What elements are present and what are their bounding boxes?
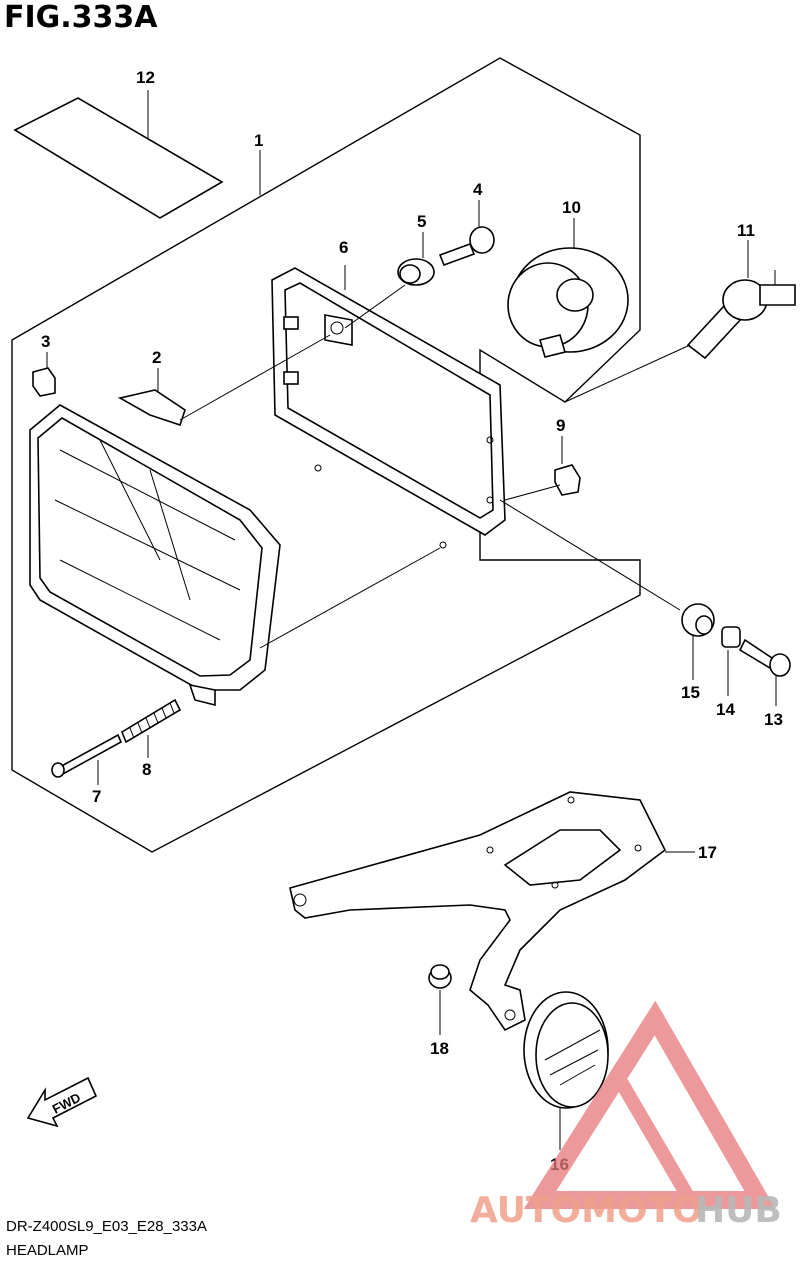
callout-4: 4: [473, 180, 483, 199]
watermark-logo-icon: [523, 1000, 776, 1209]
footer-name: HEADLAMP: [6, 1242, 89, 1259]
watermark-brand-b: HUB: [695, 1190, 782, 1231]
callout-13: 13: [764, 710, 783, 729]
fwd-arrow-icon: FWD: [26, 1076, 98, 1128]
callout-1: 1: [254, 131, 263, 150]
callout-15: 15: [681, 683, 700, 702]
callout-9: 9: [556, 416, 565, 435]
callout-8: 8: [142, 760, 151, 779]
part-9-clip: [554, 464, 581, 496]
part-12-label-sheet: [13, 97, 224, 219]
part-6-frame: [271, 267, 506, 549]
part-13-bolt: [738, 638, 791, 677]
callout-7: 7: [92, 787, 101, 806]
callout-17: 17: [698, 843, 717, 862]
callout-2: 2: [152, 348, 161, 367]
part-4-screw: [438, 226, 495, 267]
callout-14: 14: [716, 700, 735, 719]
watermark-brand-a: AUTOMOTO: [470, 1190, 703, 1231]
part-8-spring: [121, 698, 182, 744]
callout-11: 11: [737, 221, 755, 240]
part-5-grommet: [397, 258, 435, 286]
part-17-bracket: [289, 791, 667, 1032]
part-2-headlamp: [29, 389, 281, 707]
callout-3: 3: [41, 332, 50, 351]
callout-18: 18: [430, 1039, 449, 1058]
callout-5: 5: [417, 212, 426, 231]
callout-12: 12: [136, 68, 155, 87]
figure-title: FIG.333A: [4, 0, 158, 35]
callout-10: 10: [562, 198, 581, 217]
part-15-grommet: [681, 603, 715, 637]
part-16-reflector: [523, 991, 609, 1109]
fwd-label: FWD: [50, 1090, 83, 1117]
footer-code: DR-Z400SL9_E03_E28_333A: [6, 1218, 207, 1235]
callout-6: 6: [339, 238, 348, 257]
part-10-socket-cover: [507, 247, 629, 358]
part-3-nut: [32, 367, 56, 397]
part-7-screw: [51, 733, 123, 778]
part-14-collar: [721, 626, 741, 648]
part-11-bulb: [686, 270, 796, 360]
part-18-nut: [428, 964, 452, 989]
